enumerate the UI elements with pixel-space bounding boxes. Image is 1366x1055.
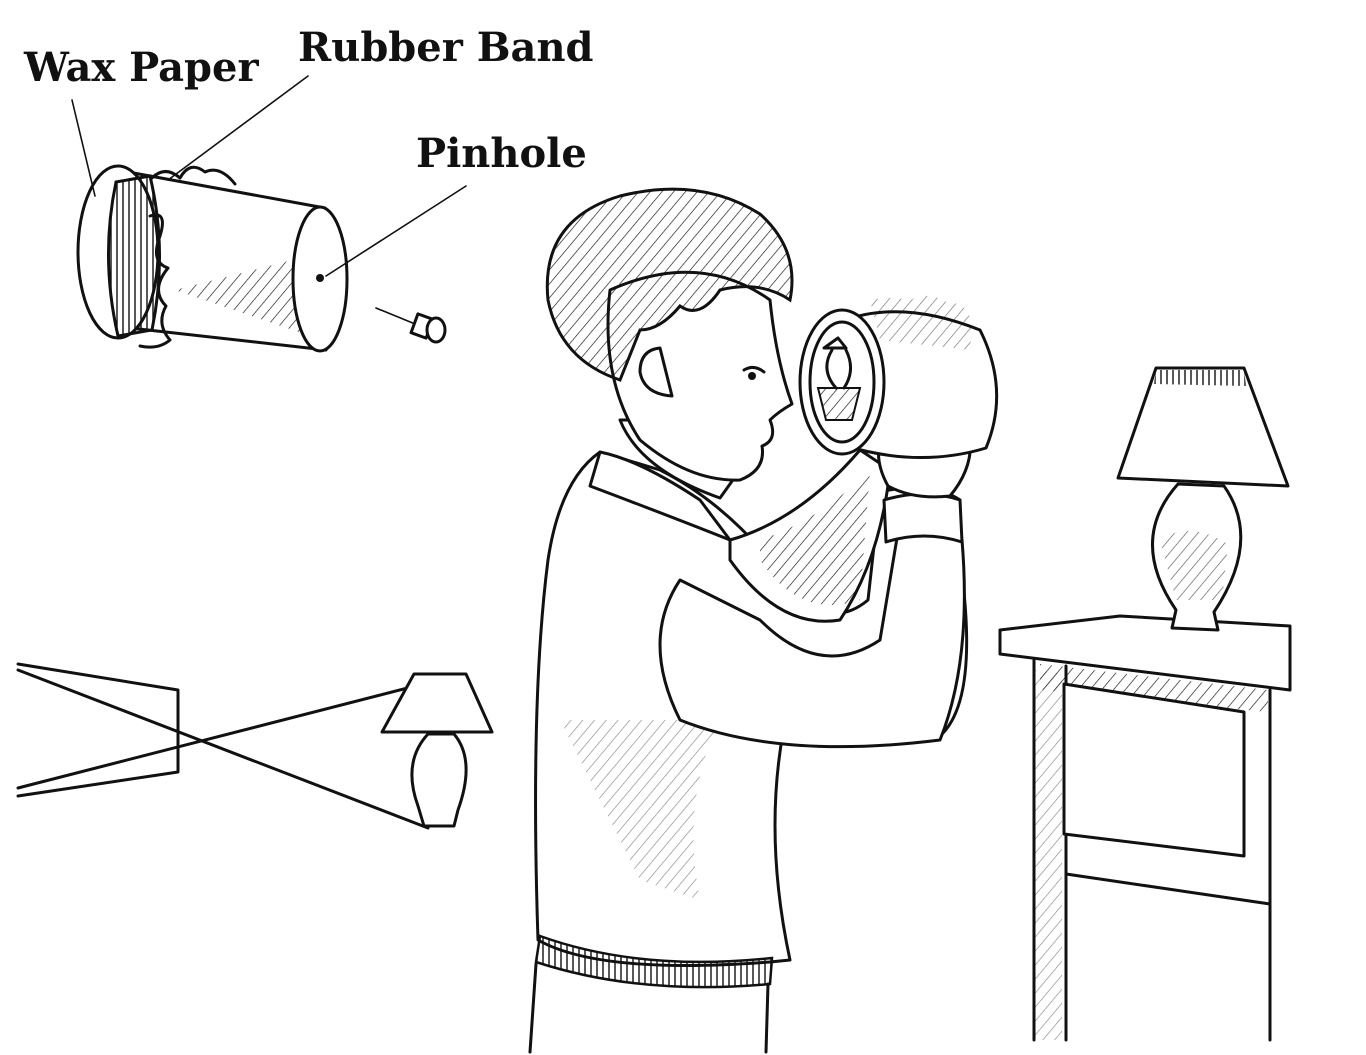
projected-lamp-base <box>822 336 848 350</box>
wax-paper-ruffles <box>138 165 237 349</box>
nightstand-shelf <box>1064 872 1272 906</box>
boy-hair <box>545 187 794 382</box>
nightstand-leg-shading <box>1034 670 1062 1040</box>
table-lamp <box>1116 366 1290 632</box>
projected-lamp-shade <box>816 387 862 421</box>
ray-bottom-to-top <box>16 672 464 790</box>
table-lamp-shade-trim <box>1154 370 1246 386</box>
sleeve-cuff <box>882 492 964 544</box>
nightstand-top <box>998 614 1292 692</box>
rubber-band-leader <box>167 75 309 181</box>
wax-paper-leader <box>71 99 96 197</box>
boy-eye <box>742 365 766 374</box>
pinhole-dot <box>316 274 324 282</box>
push-pin-icon <box>375 307 447 344</box>
object-lamp-base <box>410 732 468 828</box>
ray-top-to-bottom <box>16 668 430 830</box>
pinhole-label: Pinhole <box>416 130 587 177</box>
image-inversion-ray-diagram <box>16 662 494 830</box>
boy-pupil <box>748 372 756 380</box>
nightstand-drawer <box>1062 682 1246 858</box>
boy-pants <box>528 962 770 1054</box>
object-lamp-shade <box>380 672 494 734</box>
held-can-screen <box>798 308 886 456</box>
nightstand <box>998 614 1292 1042</box>
sweater-shading <box>560 720 720 900</box>
table-lamp-shade <box>1116 366 1290 488</box>
pinhole-camera-diagram <box>71 75 467 353</box>
rubber-band-label: Rubber Band <box>298 24 594 71</box>
projected-lamp-body <box>825 348 852 390</box>
boy-figure <box>528 187 972 1054</box>
boy-ear <box>638 346 674 398</box>
pinhole-leader <box>325 185 467 277</box>
held-pinhole-camera <box>798 295 999 460</box>
sweater-waistband <box>534 934 774 989</box>
wax-paper-label: Wax Paper <box>24 44 259 91</box>
boy-near-arm <box>658 518 966 749</box>
nightstand-top-shading <box>1040 664 1268 712</box>
rubber-band <box>106 174 162 338</box>
held-can-rim <box>808 320 876 444</box>
camera-box-outline <box>16 662 180 798</box>
table-lamp-base-shading <box>1160 530 1228 600</box>
far-arm-shading <box>760 470 870 605</box>
held-can-ruffles <box>870 295 972 350</box>
